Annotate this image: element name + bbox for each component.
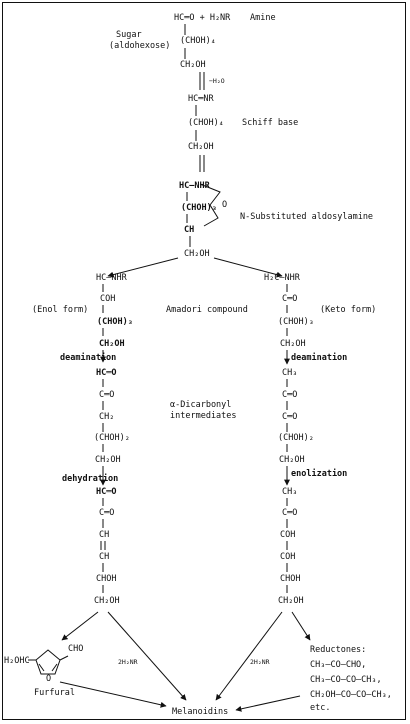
enol-c2: COH <box>100 294 115 304</box>
aldosylamine-label: N-Substituted aldosylamine <box>240 212 373 222</box>
deamination-left: deamination <box>60 352 116 363</box>
dicarbonyl-r-c5: CH₂OH <box>279 455 305 465</box>
dicarbonyl-l-c2: C═O <box>99 390 114 400</box>
reductone-2: CH₃—CO—CO—CH₃, <box>310 675 382 685</box>
arrow-right-to-melanoidins <box>215 611 283 701</box>
enolization-label: enolization <box>291 468 347 479</box>
ring-double-bond <box>38 663 45 672</box>
keto-c2: C═O <box>282 294 297 304</box>
aldosylamine-c4: CH₂OH <box>184 249 210 259</box>
amadori-label: Amadori compound <box>166 305 248 315</box>
aldohexose-label: (aldohexose) <box>109 41 170 51</box>
arrow-reductones-to-melanoidins <box>235 695 301 712</box>
furan-ring <box>35 649 61 675</box>
furan-precursor-c6: CH₂OH <box>94 596 120 606</box>
keto-c4: CH₂OH <box>280 339 306 349</box>
furan-precursor-c1: HC═O <box>96 487 116 497</box>
dicarbonyl-r-c1: CH₃ <box>282 368 297 378</box>
sugar-c3: CH₂OH <box>180 60 206 70</box>
enol-form-label: (Enol form) <box>32 305 88 315</box>
deamination-right: deamination <box>291 352 347 363</box>
dicarbonyl-r-c3: C═O <box>282 412 297 422</box>
reductone-precursor-c2: C═O <box>282 508 297 518</box>
aldosylamine-c1: HC—NHR <box>179 181 211 191</box>
reductone-precursor-c6: CH₂OH <box>278 596 304 606</box>
enol-c3: (CHOH)₃ <box>97 317 133 327</box>
ring-oxygen: O <box>222 200 227 210</box>
sugar-label: Sugar <box>116 30 142 40</box>
enol-c1: HC—NHR <box>96 273 128 283</box>
arrow-left-to-melanoidins <box>107 611 187 701</box>
amine-label-right: 2H₂NR <box>250 658 270 666</box>
furan-precursor-c2: C═O <box>99 508 114 518</box>
branch-arrow-left <box>107 257 179 278</box>
furan-precursor-c3: CH <box>99 530 109 540</box>
reductone-precursor-c3: COH <box>280 530 295 540</box>
amine-label: Amine <box>250 13 276 23</box>
reductone-etc: etc. <box>310 703 330 713</box>
reductone-precursor-c5: CHOH <box>280 574 300 584</box>
dicarbonyl-r-c4: (CHOH)₂ <box>278 433 314 443</box>
schiff-c1: HC═NR <box>188 94 214 104</box>
dehydration-label: dehydration <box>62 473 118 484</box>
keto-c3: (CHOH)₃ <box>278 317 314 327</box>
schiff-c3: CH₂OH <box>188 142 214 152</box>
dicarbonyl-l-c5: CH₂OH <box>95 455 121 465</box>
furan-oxygen: O <box>46 674 51 684</box>
reductone-precursor-c4: COH <box>280 552 295 562</box>
furfural-label: Furfural <box>34 688 75 698</box>
dicarbonyl-l-c1: HC═O <box>96 368 116 378</box>
schiff-c2: (CHOH)₄ <box>188 118 224 128</box>
furfural-left-group: H₂OHC <box>4 656 30 666</box>
arrow-to-reductones <box>291 611 311 641</box>
keto-c1: H₂C—NHR <box>264 273 301 283</box>
dicarbonyl-label-2: intermediates <box>170 411 237 421</box>
keto-form-label: (Keto form) <box>320 305 376 315</box>
bond <box>59 655 69 661</box>
aldosylamine-c2: (CHOH)₃ <box>181 203 217 213</box>
reductones-label: Reductones: <box>310 645 366 655</box>
reductone-1: CH₃—CO—CHO, <box>310 660 366 670</box>
melanoidins-label: Melanoidins <box>172 707 228 717</box>
arrow-to-furfural <box>61 611 99 641</box>
dicarbonyl-l-c4: (CHOH)₂ <box>94 433 130 443</box>
branch-arrow-right <box>213 257 283 278</box>
reductone-precursor-c1: CH₃ <box>282 487 297 497</box>
diagram-frame <box>2 2 406 720</box>
aldosylamine-c3: CH <box>184 225 194 235</box>
sugar-c1: HC═O + H₂NR <box>174 13 231 23</box>
water-loss-label: −H₂O <box>209 77 225 85</box>
dicarbonyl-label-1: α-Dicarbonyl <box>170 400 231 410</box>
ring-double-bond <box>51 663 58 672</box>
sugar-c2: (CHOH)₄ <box>180 36 216 46</box>
furan-precursor-c4: CH <box>99 552 109 562</box>
reductone-3: CH₂OH—CO—CO—CH₃, <box>310 690 392 700</box>
dicarbonyl-l-c3: CH₂ <box>99 412 114 422</box>
schiff-base-label: Schiff base <box>242 118 298 128</box>
dicarbonyl-r-c2: C═O <box>282 390 297 400</box>
furfural-right-group: CHO <box>68 644 83 654</box>
ring-oxygen-bridge <box>199 183 221 227</box>
furan-precursor-c5: CHOH <box>96 574 116 584</box>
enol-c4: CH₂OH <box>99 339 125 349</box>
arrow-furfural-to-melanoidins <box>59 681 167 708</box>
amine-label-left: 2H₂NR <box>118 658 138 666</box>
